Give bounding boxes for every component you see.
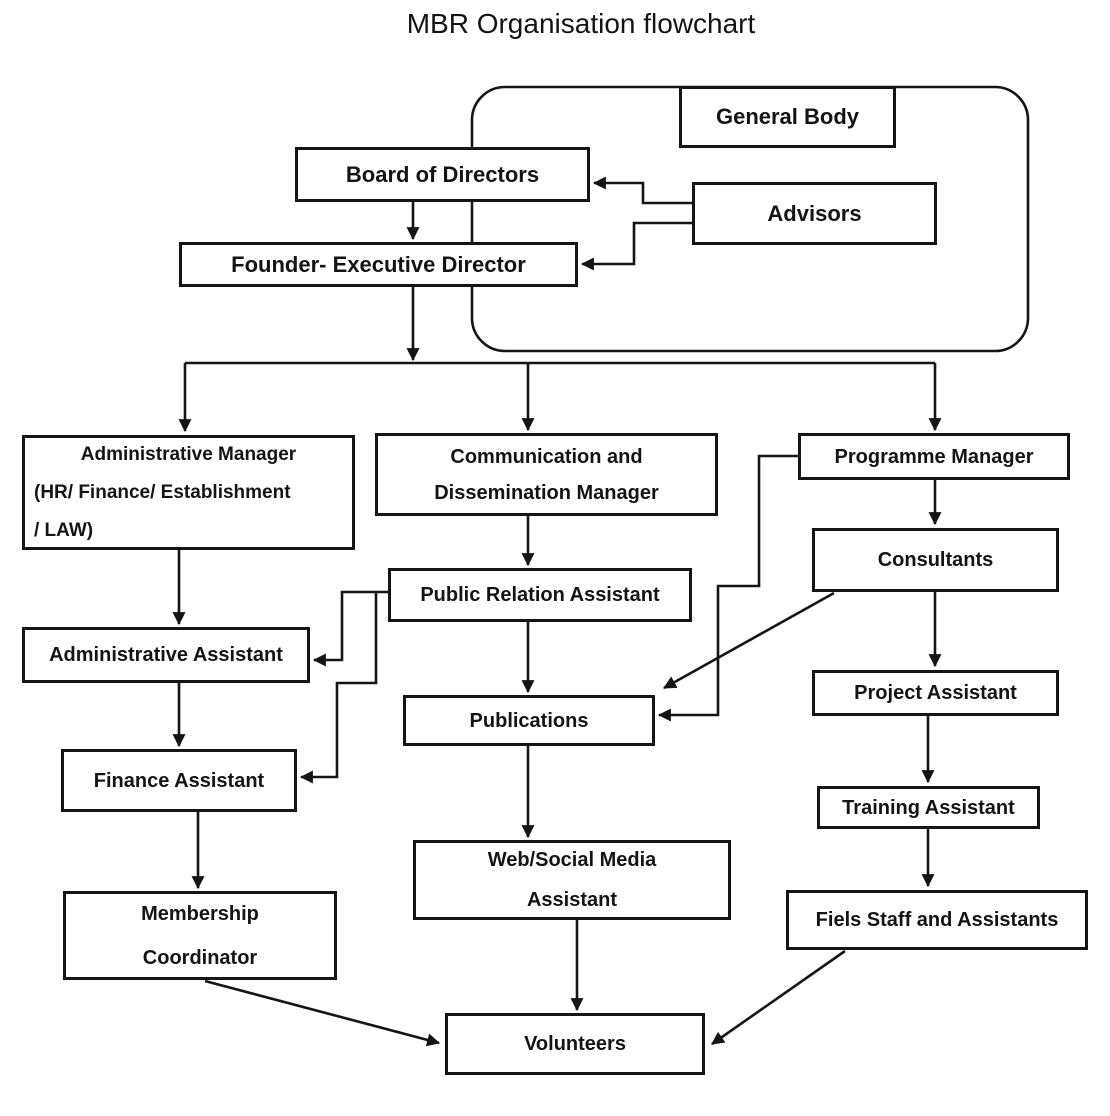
node-administrative-assistant: Administrative Assistant (22, 627, 310, 683)
node-communication-dissemination-manager: Communication and Dissemination Manager (375, 433, 718, 516)
connector-advisors-to-founder (580, 221, 692, 271)
node-membership-coordinator: Membership Coordinator (63, 891, 337, 980)
connector-pra-to-admin-assistant (312, 590, 388, 667)
node-fiels-staff-and-assistants: Fiels Staff and Assistants (786, 890, 1088, 950)
node-comm-manager-line2: Dissemination Manager (434, 481, 659, 504)
connector-pra-to-finance (299, 592, 378, 784)
node-publications: Publications (403, 695, 655, 746)
connector-membership-to-volunteers (204, 979, 441, 1047)
node-consultants: Consultants (812, 528, 1059, 592)
node-training-assistant: Training Assistant (817, 786, 1040, 829)
node-general-body: General Body (679, 86, 896, 148)
node-membership-line2: Coordinator (142, 946, 258, 969)
node-finance-assistant: Finance Assistant (61, 749, 297, 812)
connector-consultants-to-publications (663, 591, 835, 690)
node-board-of-directors: Board of Directors (295, 147, 590, 202)
node-founder-executive-director: Founder- Executive Director (179, 242, 578, 287)
node-public-relation-assistant: Public Relation Assistant (388, 568, 692, 622)
connector-fiels-to-volunteers (711, 949, 846, 1046)
connector-advisors-to-board (592, 176, 692, 205)
diagram-title: MBR Organisation flowchart (406, 8, 756, 39)
connector-programme-to-publications (657, 454, 798, 722)
node-web-social-media-assistant: Web/Social Media Assistant (413, 840, 731, 920)
node-administrative-manager-line1: Administrative Manager (80, 443, 297, 465)
node-programme-manager: Programme Manager (798, 433, 1070, 480)
node-administrative-manager-line3: / LAW) (34, 519, 94, 541)
node-administrative-manager-line2: (HR/ Finance/ Establishment (34, 481, 291, 503)
node-comm-manager-line1: Communication and (450, 445, 643, 468)
node-volunteers: Volunteers (445, 1013, 705, 1075)
node-administrative-manager: Administrative Manager (HR/ Finance/ Est… (22, 435, 355, 550)
node-project-assistant: Project Assistant (812, 670, 1059, 716)
node-advisors: Advisors (692, 182, 937, 245)
node-web-social-line1: Web/Social Media (487, 849, 657, 871)
node-membership-line1: Membership (141, 902, 259, 925)
node-web-social-line2: Assistant (526, 889, 618, 911)
